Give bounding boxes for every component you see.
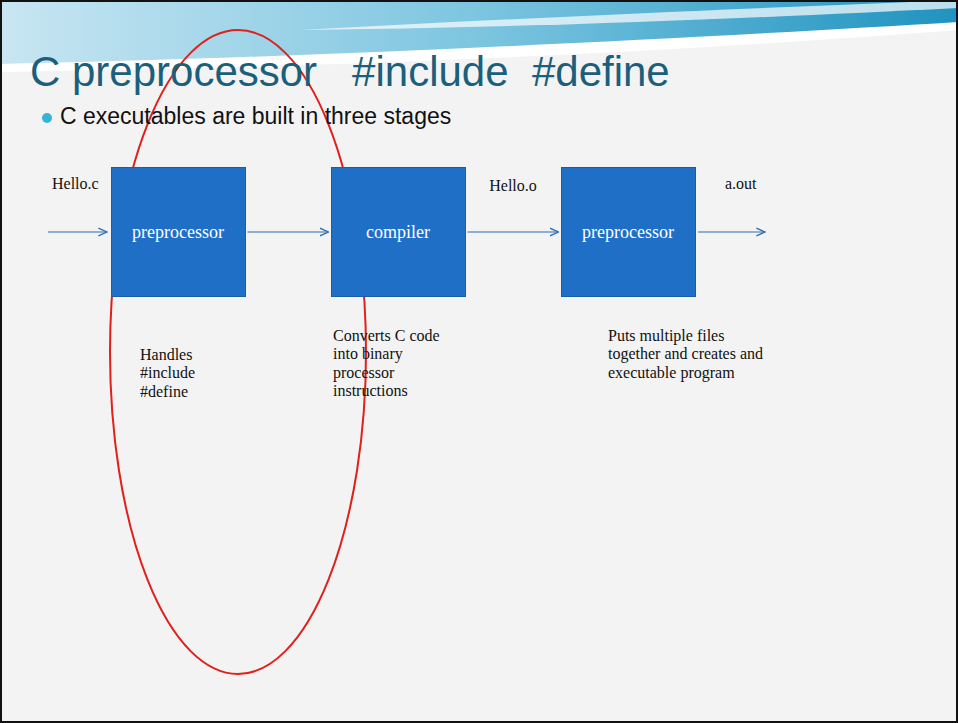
header-swoosh xyxy=(300,0,958,30)
slide-title: C preprocessor #include #define xyxy=(30,48,670,96)
file-name: Hello.c xyxy=(52,175,122,193)
process-box: preprocessor xyxy=(111,167,246,297)
file-name: a.out xyxy=(725,175,795,193)
process-box: compiler xyxy=(331,167,466,297)
flow-arrow xyxy=(468,231,559,232)
flow-arrow xyxy=(248,231,329,232)
stage-note: Handles #include #define xyxy=(140,346,230,401)
process-box: preprocessor xyxy=(561,167,696,297)
bullet-text: C executables are built in three stages xyxy=(60,103,760,129)
file-name: Hello.o xyxy=(487,177,539,195)
stage-note: Puts multiple files together and creates… xyxy=(608,327,768,382)
input-arrow xyxy=(48,231,107,232)
bullet-dot xyxy=(42,113,52,123)
output-arrow xyxy=(698,231,765,232)
stage-note: Converts C code into binary processor in… xyxy=(333,327,458,401)
box-label: compiler xyxy=(358,218,438,247)
box-label: preprocessor xyxy=(124,218,232,247)
box-label: preprocessor xyxy=(574,218,682,247)
